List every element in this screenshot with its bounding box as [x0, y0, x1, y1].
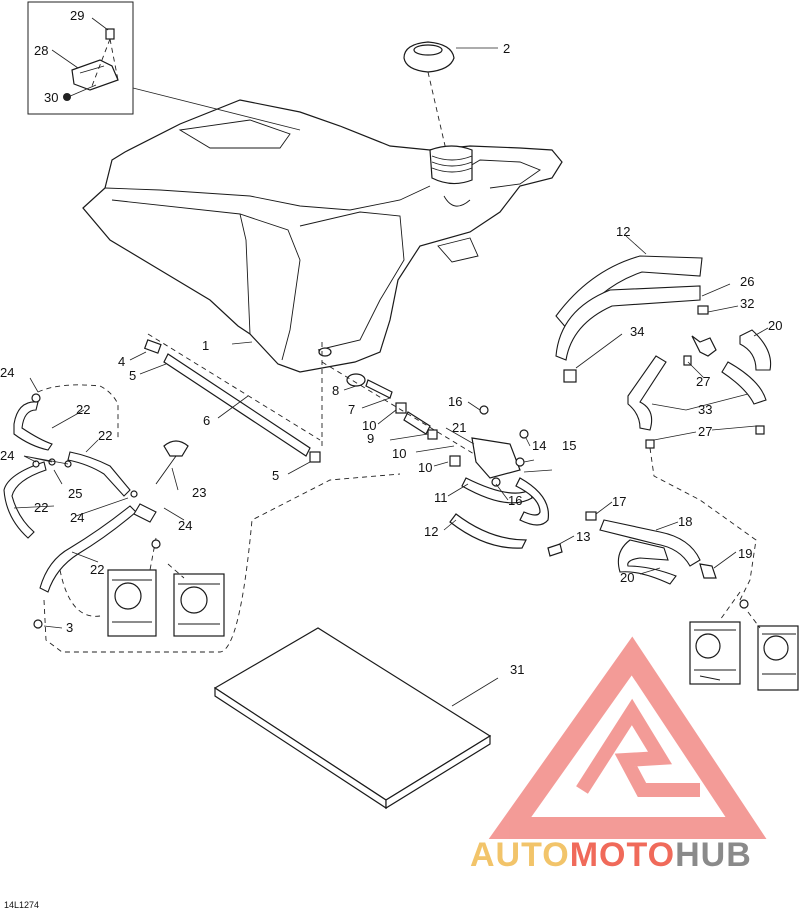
callout-7: 7: [348, 402, 355, 417]
callout-24d: 24: [178, 518, 192, 533]
callout-12a: 12: [616, 224, 630, 239]
callout-26: 26: [740, 274, 754, 289]
callout-3: 3: [66, 620, 73, 635]
valve-assembly: [321, 361, 575, 557]
callout-22a: 22: [76, 402, 90, 417]
owners-manual: [213, 627, 499, 810]
right-hoses: [555, 235, 772, 601]
watermark-hub: HUB: [675, 836, 752, 874]
callout-29: 29: [70, 8, 84, 23]
callout-14: 14: [532, 438, 546, 453]
lower-right-parts: [585, 501, 737, 585]
callout-15: 15: [562, 438, 576, 453]
fuel-cap: [403, 41, 498, 151]
callout-5b: 5: [272, 468, 279, 483]
callout-12b: 12: [424, 524, 438, 539]
callout-33: 33: [698, 402, 712, 417]
callout-5a: 5: [129, 368, 136, 383]
watermark-auto: AUTO: [470, 836, 570, 874]
callout-18: 18: [678, 514, 692, 529]
vent-tube: [129, 333, 323, 475]
callout-31: 31: [510, 662, 524, 677]
callout-4: 4: [118, 354, 125, 369]
callout-20a: 20: [768, 318, 782, 333]
callout-25: 25: [68, 486, 82, 501]
callout-1: 1: [202, 338, 209, 353]
drawing-code: 14L1274: [4, 900, 39, 910]
callout-30: 30: [44, 90, 58, 105]
left-carburetors: [107, 537, 225, 637]
callout-11: 11: [434, 490, 448, 505]
callout-22d: 22: [90, 562, 104, 577]
callout-13: 13: [576, 529, 590, 544]
callout-27b: 27: [698, 424, 712, 439]
callout-10b: 10: [392, 446, 406, 461]
callout-16b: 16: [508, 493, 522, 508]
callout-10c: 10: [418, 460, 432, 475]
right-carburetors: [689, 591, 799, 691]
callout-24a: 24: [0, 365, 14, 380]
inset-box: [27, 1, 134, 115]
callout-27a: 27: [696, 374, 710, 389]
callout-24b: 24: [0, 448, 14, 463]
callout-21: 21: [452, 420, 466, 435]
callout-32: 32: [740, 296, 754, 311]
watermark-logo: [488, 636, 767, 839]
callout-16a: 16: [448, 394, 462, 409]
fuel-tank: [82, 99, 563, 373]
callout-20b: 20: [620, 570, 634, 585]
callout-34: 34: [630, 324, 644, 339]
callout-28: 28: [34, 43, 48, 58]
watermark-moto: MOTO: [570, 836, 675, 874]
callout-6: 6: [203, 413, 210, 428]
callout-10a: 10: [362, 418, 376, 433]
callout-numbers: 1 2 3 4 5 5 6 7 8 9 10 10 10 11 12 12 13…: [0, 8, 782, 677]
callout-22c: 22: [34, 500, 48, 515]
callout-23: 23: [192, 485, 206, 500]
callout-8: 8: [332, 383, 339, 398]
callout-17: 17: [612, 494, 626, 509]
callout-9: 9: [367, 431, 374, 446]
watermark-text: AUTOMOTOHUB: [470, 836, 752, 874]
callout-22b: 22: [98, 428, 112, 443]
left-hoses: [3, 377, 401, 653]
callout-2: 2: [503, 41, 510, 56]
callout-24c: 24: [70, 510, 84, 525]
callout-19: 19: [738, 546, 752, 561]
